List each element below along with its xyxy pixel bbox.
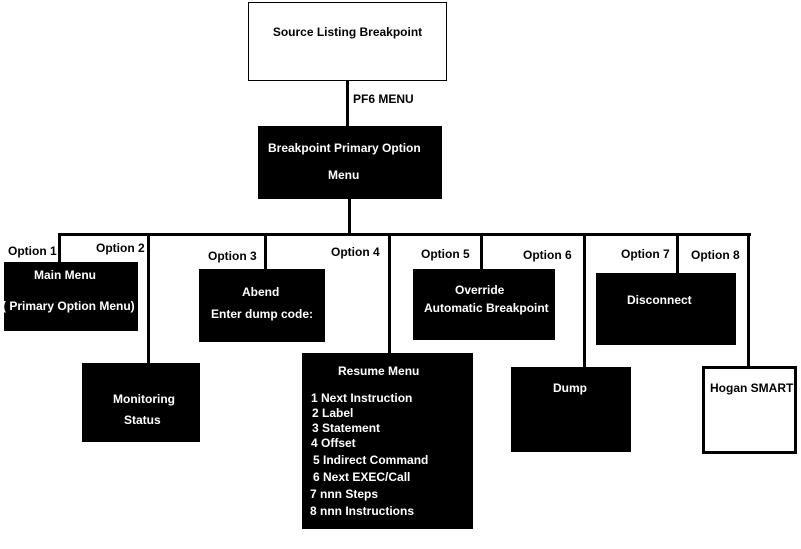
override-automatic-breakpoint-box: Override Automatic Breakpoint: [413, 269, 555, 340]
resume-menu-box: Resume Menu 1 Next Instruction 2 Label 3…: [302, 353, 473, 529]
option-6-label: Option 6: [523, 248, 572, 262]
dump-label: Dump: [553, 381, 587, 395]
primary-option-line2: Menu: [328, 168, 360, 182]
connector-option-4: [388, 233, 391, 354]
option-1-label: Option 1: [8, 244, 57, 258]
connector-horizontal-bus: [58, 233, 751, 236]
option-4-label: Option 4: [331, 245, 380, 259]
breakpoint-primary-option-menu-box: Breakpoint Primary Option Menu: [258, 126, 442, 199]
connector-option-3: [264, 233, 267, 270]
connector-primary-to-bus: [348, 198, 351, 236]
resume-item-3: 3 Statement: [312, 421, 381, 435]
abend-line2: Enter dump code:: [211, 307, 314, 321]
override-line2: Automatic Breakpoint: [424, 301, 549, 315]
main-menu-line1: Main Menu: [34, 268, 96, 282]
abend-line1: Abend: [242, 285, 280, 299]
abend-box: Abend Enter dump code:: [199, 269, 325, 342]
option-2-label: Option 2: [96, 241, 145, 255]
connector-option-2: [147, 233, 150, 343]
override-line1: Override: [455, 283, 505, 297]
connector-option-6: [583, 233, 586, 368]
main-menu-box: Main Menu ( Primary Option Menu): [2, 262, 138, 331]
resume-item-7: 7 nnn Steps: [310, 487, 379, 501]
resume-menu-items: 1 Next Instruction 2 Label 3 Statement 4…: [310, 390, 428, 520]
monitoring-status-box: Monitoring Status: [82, 363, 200, 442]
disconnect-label: Disconnect: [627, 293, 692, 307]
hogan-smart-label: Hogan SMART: [710, 381, 794, 395]
connector-option-8: [747, 233, 750, 367]
resume-item-6: 6 Next EXEC/Call: [313, 470, 411, 484]
resume-item-1: 1 Next Instruction: [311, 391, 413, 405]
resume-item-8: 8 nnn Instructions: [310, 504, 415, 518]
option-7-label: Option 7: [621, 247, 670, 261]
source-listing-breakpoint-box: Source Listing Breakpoint: [248, 2, 447, 81]
monitoring-status-line1: Monitoring: [113, 392, 175, 406]
connector-root-to-primary: [346, 80, 349, 127]
source-listing-breakpoint-label: Source Listing Breakpoint: [272, 25, 423, 39]
resume-item-2: 2 Label: [312, 406, 354, 420]
connector-option-7: [676, 233, 679, 273]
disconnect-box: Disconnect: [596, 273, 736, 345]
dump-box: Dump: [511, 367, 631, 452]
resume-item-5: 5 Indirect Command: [313, 453, 429, 467]
connector-option-2-lower: [147, 340, 150, 364]
connector-option-1: [58, 233, 61, 263]
resume-menu-title: Resume Menu: [338, 364, 420, 378]
option-3-label: Option 3: [208, 249, 257, 263]
main-menu-line2: ( Primary Option Menu): [2, 299, 135, 313]
connector-option-5: [480, 233, 483, 270]
option-5-label: Option 5: [421, 247, 470, 261]
resume-item-4: 4 Offset: [311, 436, 356, 450]
primary-option-line1: Breakpoint Primary Option: [268, 141, 421, 155]
pf6-menu-label: PF6 MENU: [353, 92, 414, 106]
option-8-label: Option 8: [691, 248, 740, 262]
monitoring-status-line2: Status: [124, 413, 161, 427]
hogan-smart-box: Hogan SMART: [702, 366, 797, 454]
